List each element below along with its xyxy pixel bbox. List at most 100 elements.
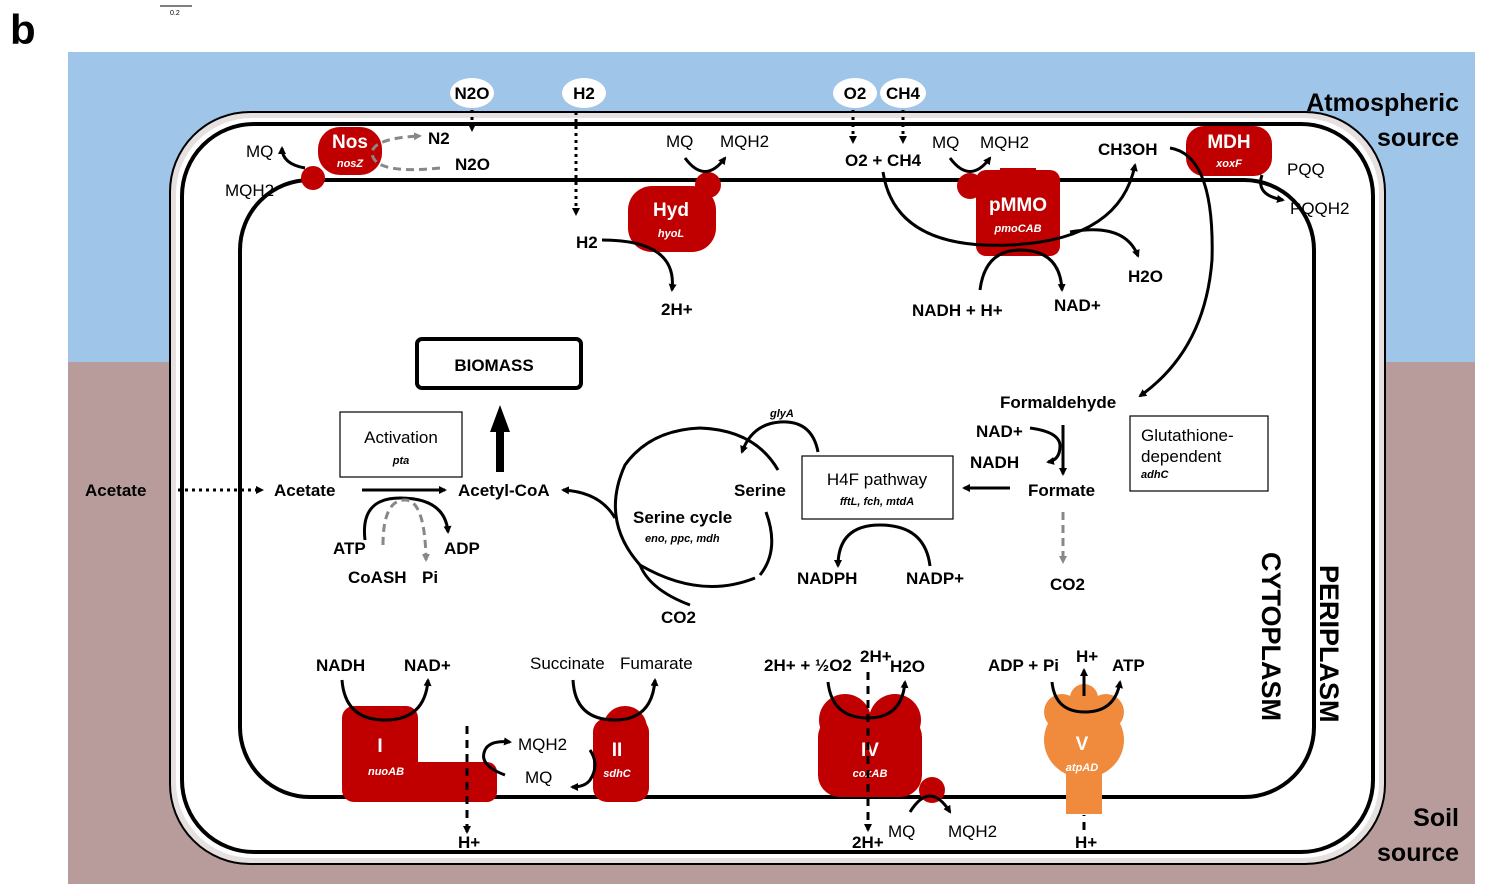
hyd-h2: H2 — [576, 233, 598, 252]
atmospheric-label: Atmospheric — [1306, 89, 1459, 117]
o2-gas-label: O2 — [844, 84, 867, 103]
h2-gas-label: H2 — [573, 84, 595, 103]
hyd-mqh2: MQH2 — [720, 132, 769, 151]
hyd-gene: hyoL — [658, 228, 685, 240]
scale-label: 0.2 — [170, 10, 180, 17]
nos-mq: MQ — [246, 142, 273, 161]
atp: ATP — [333, 539, 366, 558]
h4f-genes: fftL, fch, mtdA — [840, 496, 914, 508]
glutathione-title-1: Glutathione- — [1141, 426, 1234, 445]
serine-cycle-to-acetylcoa-arrow — [561, 486, 617, 519]
nos-gene: nosZ — [337, 158, 365, 170]
nos-mqh2: MQH2 — [225, 181, 274, 200]
formaldehyde-nad: NAD+ — [976, 422, 1023, 441]
acetate: Acetate — [274, 481, 335, 500]
biomass-arrow-head — [490, 405, 510, 432]
ch4-gas-label: CH4 — [886, 84, 921, 103]
atp-synthesis-arrow — [1050, 680, 1123, 714]
pmmo-h2o-arrow — [1069, 228, 1140, 258]
pmmo-nad: NAD+ — [1054, 296, 1101, 315]
nos-n2o: N2O — [455, 155, 490, 174]
complex-i-mq: MQ — [525, 768, 552, 787]
hyd-mq: MQ — [666, 132, 693, 151]
inner-membrane — [238, 178, 1316, 799]
h2-bubble: H2 — [562, 78, 606, 108]
complex-ii-gene: sdhC — [603, 768, 632, 780]
complex-v-gene: atpAD — [1066, 762, 1098, 774]
formate-co2: CO2 — [1050, 575, 1085, 594]
nadp-nadph-arrow — [834, 523, 932, 568]
panel-label: b — [10, 6, 36, 53]
glya-label: glyA — [769, 408, 794, 420]
soil-label: Soil — [1413, 804, 1459, 832]
h4f-box — [801, 455, 954, 520]
formate: Formate — [1028, 481, 1095, 500]
o2-bubble: O2 — [833, 78, 877, 108]
n2o-gas-label: N2O — [455, 84, 490, 103]
pmmo-gene: pmoCAB — [993, 223, 1041, 235]
pmmo-nadh: NADH + H+ — [912, 301, 1003, 320]
cytoplasm-label: CYTOPLASM — [1256, 552, 1286, 721]
mdh-gene: xoxF — [1215, 158, 1242, 170]
atmospheric-label-2: source — [1377, 124, 1459, 152]
biomass-box — [415, 337, 583, 390]
activation-gene: pta — [392, 455, 410, 467]
nos-enzyme: Nos nosZ — [301, 127, 382, 190]
pmmo-mq-arrow — [948, 156, 992, 173]
activation-box — [339, 411, 463, 478]
nos-mq-arrow — [278, 146, 306, 170]
serine-cycle-loop — [613, 426, 780, 588]
nadp: NADP+ — [906, 569, 964, 588]
glutathione-gene: adhC — [1141, 469, 1170, 481]
methanol-to-formaldehyde-arrow — [1138, 146, 1214, 398]
complex-iv-oxygen: 2H+ + ½O2 — [764, 656, 852, 675]
serine: Serine — [734, 481, 786, 500]
pmmo-h2o: H2O — [1128, 267, 1163, 286]
acetyl-coa: Acetyl-CoA — [458, 481, 550, 500]
biomass-label: BIOMASS — [454, 356, 533, 375]
methane-to-methanol-arrow — [881, 163, 1138, 247]
complex-v-h-top: H+ — [1076, 647, 1098, 666]
h4f-title: H4F pathway — [827, 470, 928, 489]
complex-v-atp: ATP — [1112, 656, 1145, 675]
hyd-mq-arrow — [683, 156, 727, 173]
pi: Pi — [422, 568, 438, 587]
adp-pi: ADP + Pi — [988, 656, 1059, 675]
complex-i-mqh2: MQH2 — [518, 735, 567, 754]
complex-iv-2h-top: 2H+ — [860, 647, 892, 666]
fumarate: Fumarate — [620, 654, 693, 673]
ch4-bubble: CH4 — [880, 78, 926, 108]
activation-title: Activation — [364, 428, 438, 447]
complex-iv-mqh2: MQH2 — [948, 822, 997, 841]
n2o-to-n2-arrow — [370, 132, 441, 172]
complex-i-gene: nuoAB — [368, 766, 404, 778]
complex-ii-name: II — [612, 740, 623, 761]
complex-i-nad: NAD+ — [404, 656, 451, 675]
complex-iv-2h: 2H+ — [852, 833, 884, 852]
glya-arrow — [740, 420, 820, 454]
mdh-name: MDH — [1207, 132, 1250, 153]
succinate: Succinate — [530, 654, 605, 673]
external-acetate: Acetate — [85, 481, 146, 500]
soil-label-2: source — [1377, 839, 1459, 867]
pmmo-name: pMMO — [989, 195, 1047, 216]
pmmo-o2-ch4: O2 + CH4 — [845, 151, 922, 170]
mdh-enzyme: MDH xoxF — [1186, 126, 1272, 176]
complex-iv-mq-arrow — [908, 794, 952, 814]
formaldehyde-nadh: NADH — [970, 453, 1019, 472]
nos-name: Nos — [332, 132, 368, 153]
succinate-arrow — [571, 678, 659, 722]
complex-i-nadh-arrow — [340, 678, 432, 722]
hyd-2h: 2H+ — [661, 300, 693, 319]
hyd-enzyme: Hyd hyoL — [628, 172, 721, 252]
formaldehyde: Formaldehyde — [1000, 393, 1116, 412]
serine-cycle-title: Serine cycle — [633, 508, 732, 527]
glutathione-title-2: dependent — [1141, 447, 1222, 466]
pmmo-mqh2: MQH2 — [980, 133, 1029, 152]
serine-co2: CO2 — [661, 608, 696, 627]
hyd-name: Hyd — [653, 200, 689, 221]
pmmo-nadh-arrow — [978, 248, 1066, 292]
nos-n2: N2 — [428, 129, 450, 148]
complex-i: I nuoAB — [342, 706, 497, 802]
hyd-h2-arrow — [601, 238, 677, 292]
